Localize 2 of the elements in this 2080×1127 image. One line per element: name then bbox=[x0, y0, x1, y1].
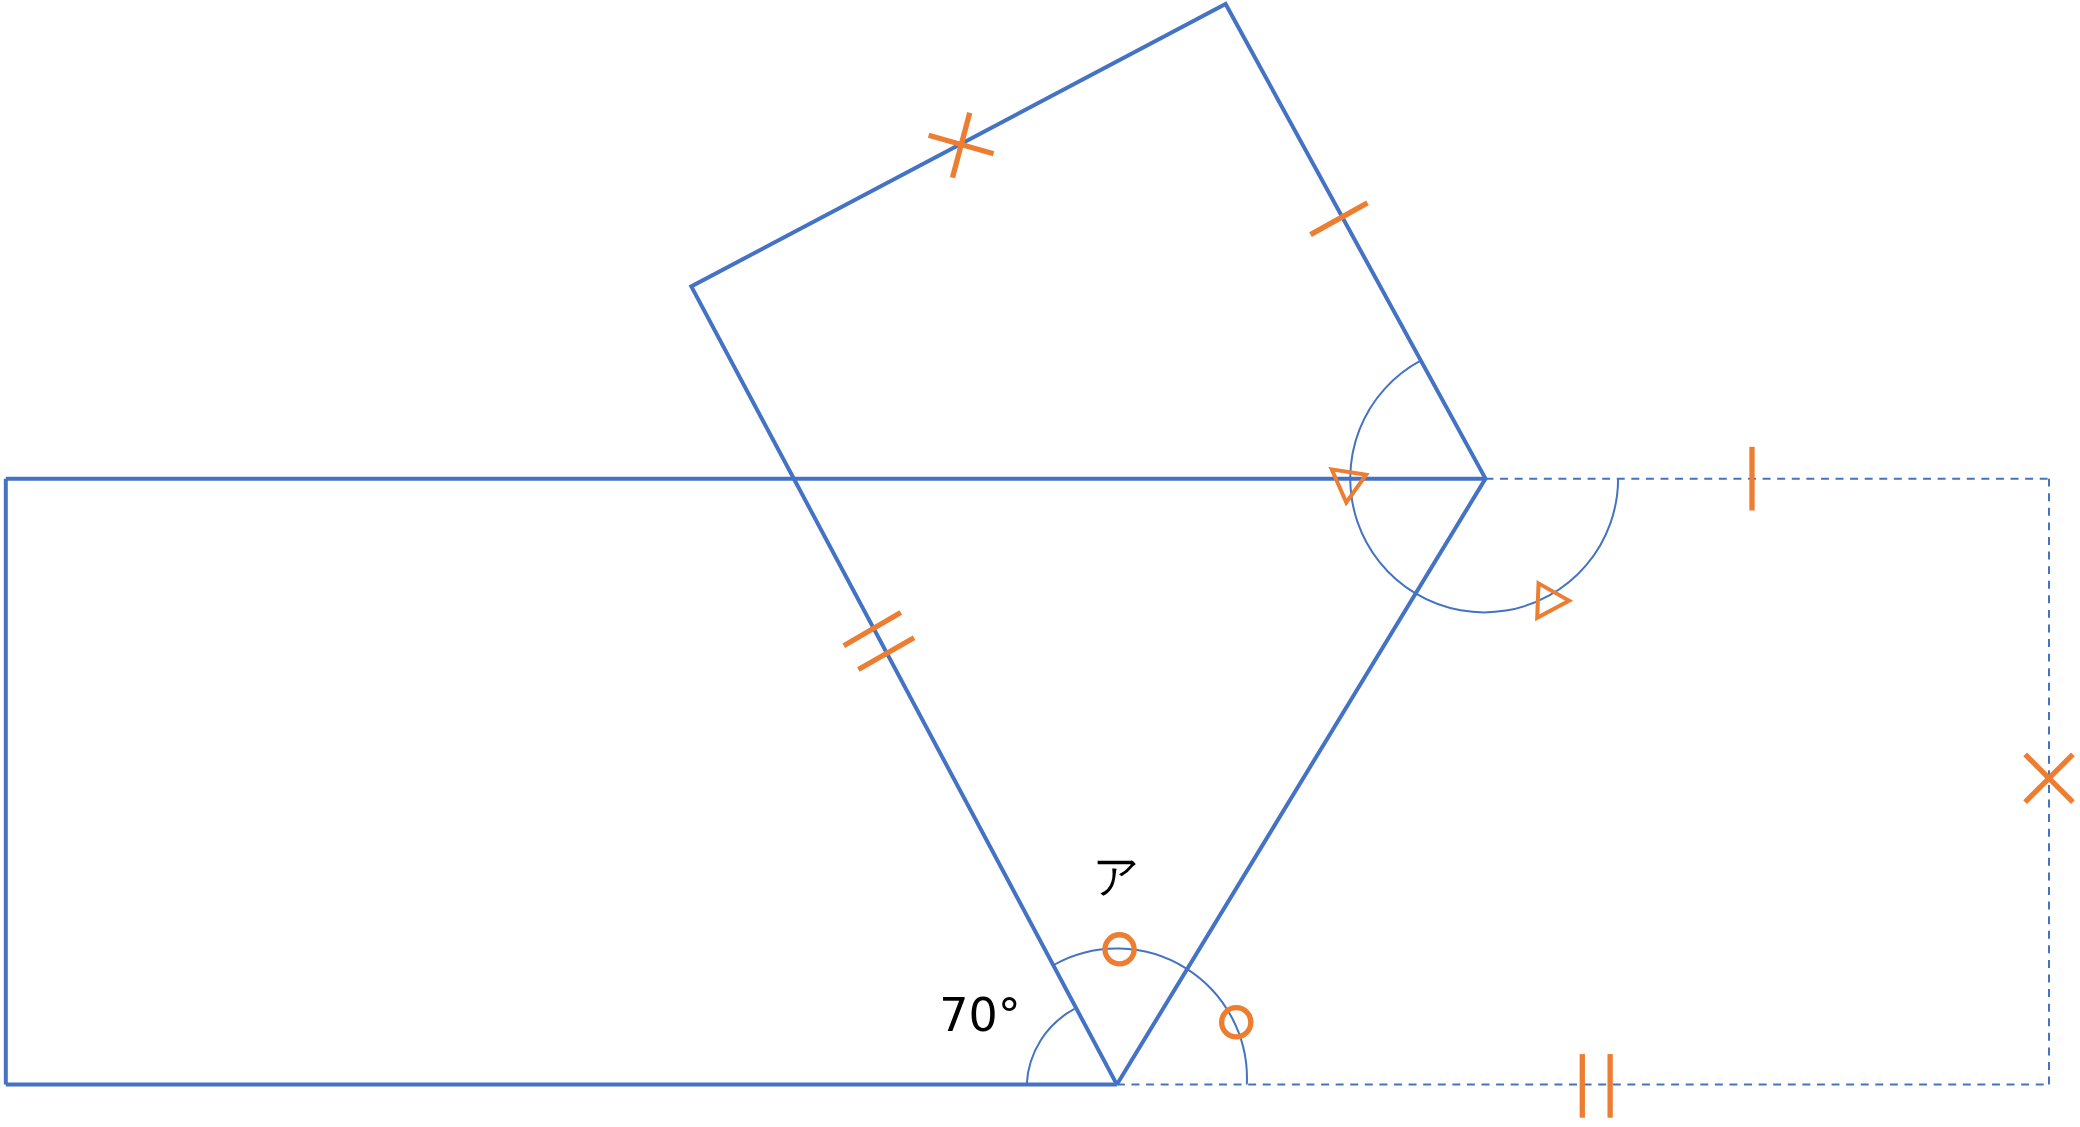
angle-label: ア bbox=[1093, 852, 1141, 899]
angle-label: 70° bbox=[939, 992, 1021, 1039]
